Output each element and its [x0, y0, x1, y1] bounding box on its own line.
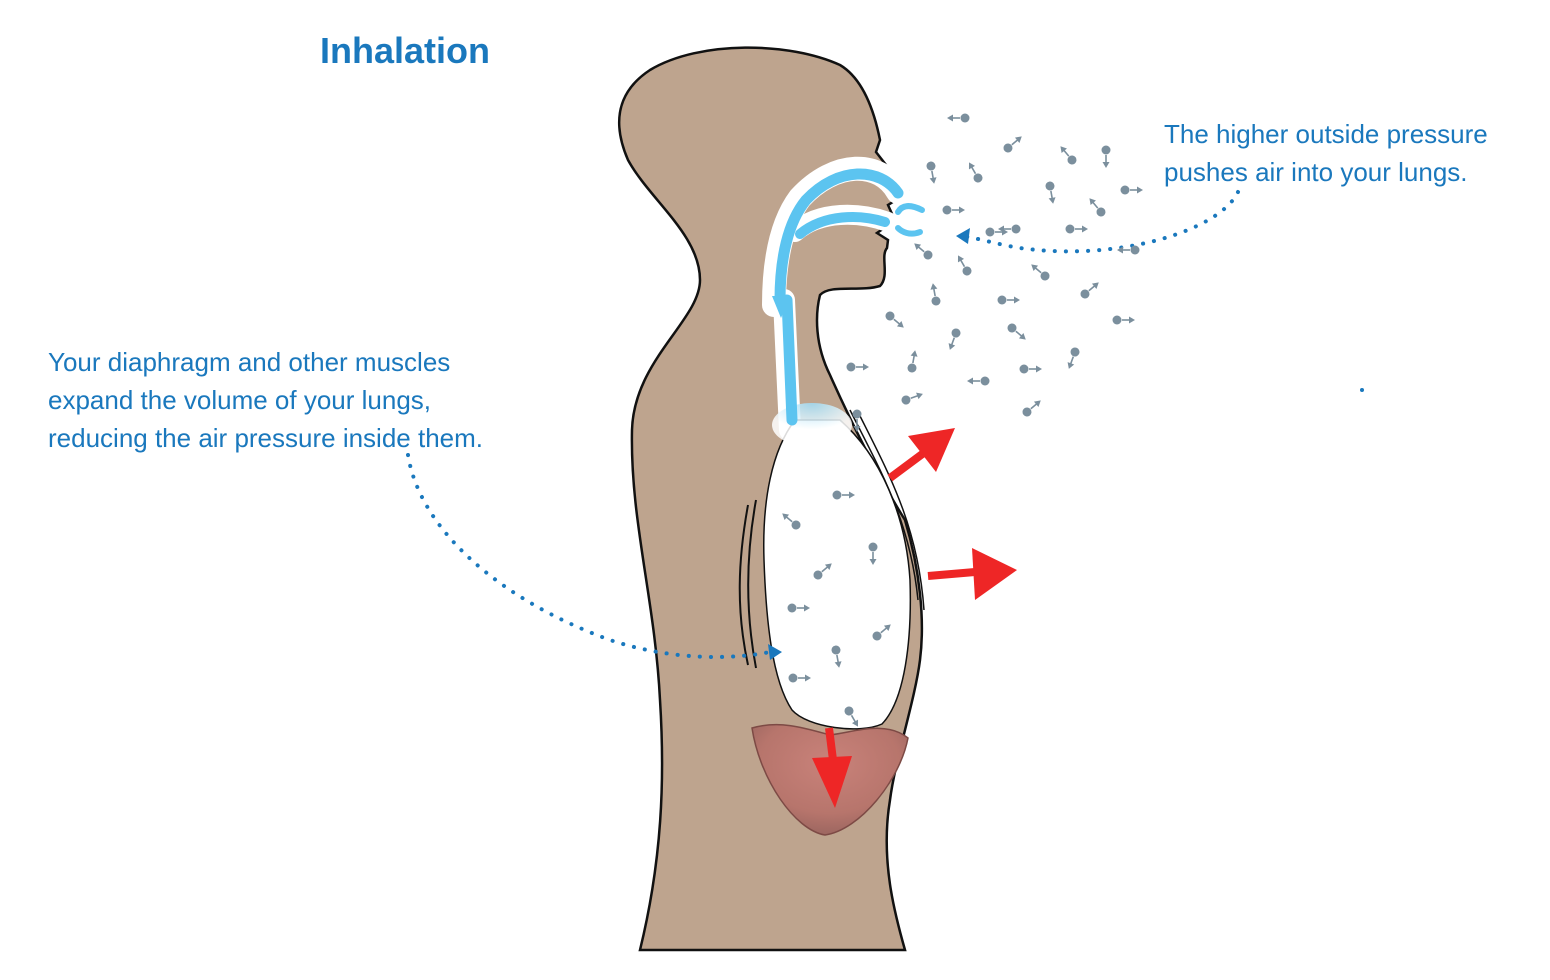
- lung-cavity: [763, 419, 912, 730]
- air-molecule-icon: [1022, 400, 1041, 417]
- pointer-line-muscles: [406, 453, 772, 659]
- air-molecule-icon: [782, 513, 801, 530]
- air-molecule-icon: [948, 328, 961, 350]
- caption-line: reducing the air pressure inside them.: [48, 423, 484, 453]
- air-molecule-icon: [997, 295, 1020, 305]
- air-molecule-icon: [1117, 245, 1140, 255]
- pointer-arrow-icon: [768, 644, 782, 660]
- air-molecule-icon: [998, 224, 1021, 234]
- rib-line: [738, 504, 749, 666]
- rib-line: [849, 409, 919, 601]
- air-molecule-icon: [1112, 315, 1135, 325]
- air-molecule-icon: [1089, 198, 1106, 217]
- lung-top-glow: [772, 403, 852, 447]
- air-molecule-icon: [1065, 224, 1088, 234]
- air-molecule-icon: [868, 542, 878, 565]
- diagram-title: Inhalation: [320, 30, 490, 71]
- air-molecule-icon: [788, 673, 811, 683]
- force-arrow-icon: [887, 428, 955, 482]
- air-molecule-icon: [1120, 185, 1143, 195]
- air-molecule-icon: [1003, 136, 1022, 153]
- air-molecule-icon: [832, 490, 855, 500]
- air-molecule-icon: [1007, 323, 1026, 340]
- air-molecule-icon: [852, 409, 862, 432]
- airflow-oral: [795, 212, 890, 239]
- pointer-line-pressure: [960, 190, 1240, 254]
- air-molecule-icon: [1067, 347, 1080, 369]
- airflow-arrow-icon: [772, 296, 790, 318]
- air-molecule-icon: [957, 255, 972, 276]
- caption-line: The higher outside pressure: [1164, 119, 1488, 149]
- air-molecule-icon: [1101, 145, 1111, 168]
- air-molecule-icon: [885, 311, 904, 328]
- caption-line: Your diaphragm and other muscles: [48, 347, 451, 377]
- force-arrow-icon: [812, 727, 852, 808]
- airflow-arrow-icon: [895, 225, 923, 237]
- air-molecule-icon: [914, 243, 933, 260]
- air-molecule-icon: [968, 162, 983, 183]
- rib-line: [747, 499, 757, 669]
- air-molecule-icon: [907, 350, 918, 373]
- stray-dot: [1360, 388, 1364, 392]
- air-molecules: [782, 113, 1364, 727]
- airflow-arrow-icon: [895, 203, 925, 215]
- air-molecule-icon: [985, 227, 1008, 237]
- airflow-nasal: [774, 168, 904, 306]
- caption-muscles: Your diaphragm and other muscles expand …: [48, 343, 483, 457]
- air-molecule-icon: [787, 603, 810, 613]
- air-molecule-icon: [1060, 146, 1077, 165]
- pointer-arrow-icon: [956, 228, 970, 244]
- caption-line: expand the volume of your lungs,: [48, 385, 432, 415]
- air-molecule-icon: [1045, 181, 1056, 204]
- force-arrow-icon: [927, 548, 1017, 600]
- air-molecule-icon: [872, 624, 891, 641]
- air-molecule-icon: [967, 376, 990, 386]
- rib-line: [857, 411, 925, 611]
- airflow-trachea: [781, 294, 798, 426]
- caption-line: pushes air into your lungs.: [1164, 157, 1468, 187]
- air-molecule-icon: [930, 283, 941, 306]
- air-molecule-icon: [1019, 364, 1042, 374]
- air-molecule-icon: [947, 113, 970, 123]
- air-molecule-icon: [1031, 264, 1050, 281]
- air-molecule-icon: [926, 161, 937, 184]
- air-molecule-icon: [831, 645, 842, 668]
- caption-outside-pressure: The higher outside pressure pushes air i…: [1164, 115, 1488, 191]
- air-molecule-icon: [846, 362, 869, 372]
- air-molecule-icon: [1080, 282, 1099, 299]
- air-molecule-icon: [901, 392, 923, 405]
- air-molecule-icon: [813, 563, 832, 580]
- air-molecule-icon: [844, 706, 859, 727]
- air-molecule-icon: [942, 205, 965, 215]
